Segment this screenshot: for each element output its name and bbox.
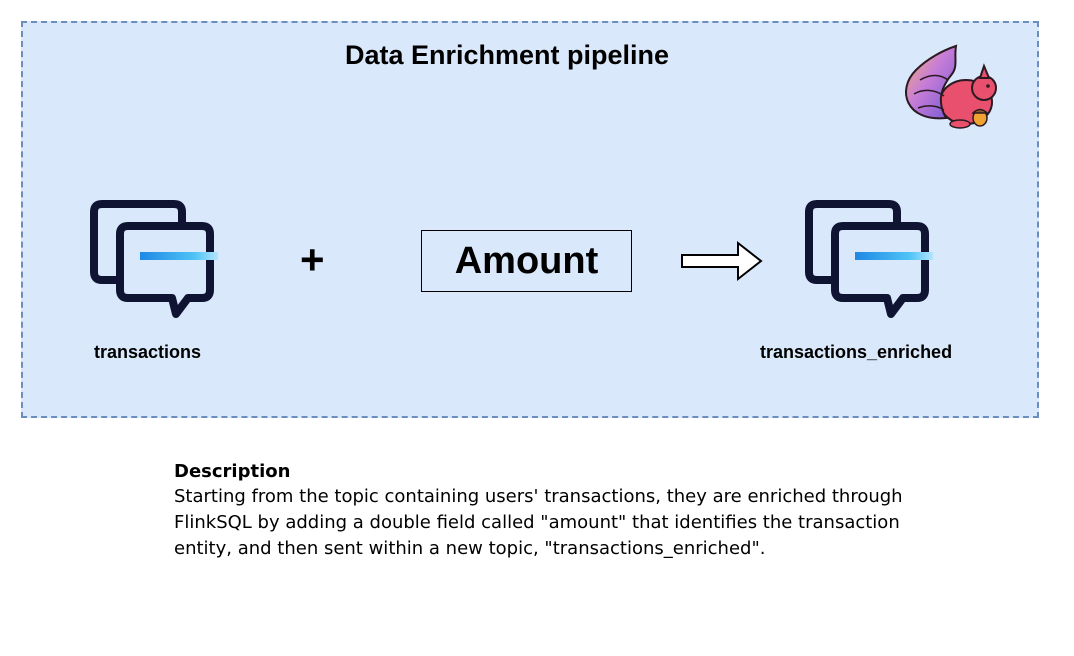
description-body: Starting from the topic containing users…	[174, 486, 903, 559]
plus-operator: +	[300, 236, 325, 283]
pipeline-container	[21, 21, 1039, 418]
description-section: Description Starting from the topic cont…	[174, 460, 934, 562]
topic-chat-icon	[805, 200, 933, 318]
pipeline-title: Data Enrichment pipeline	[344, 40, 670, 70]
topic-chat-icon	[90, 200, 218, 318]
source-topic-label: transactions	[94, 342, 202, 362]
amount-field-box: Amount	[421, 230, 632, 292]
right-arrow-icon	[681, 240, 763, 282]
description-heading: Description	[174, 461, 291, 482]
amount-field-label: Amount	[454, 239, 599, 282]
flink-squirrel-logo	[905, 44, 997, 129]
target-topic-label: transactions_enriched	[760, 342, 953, 362]
